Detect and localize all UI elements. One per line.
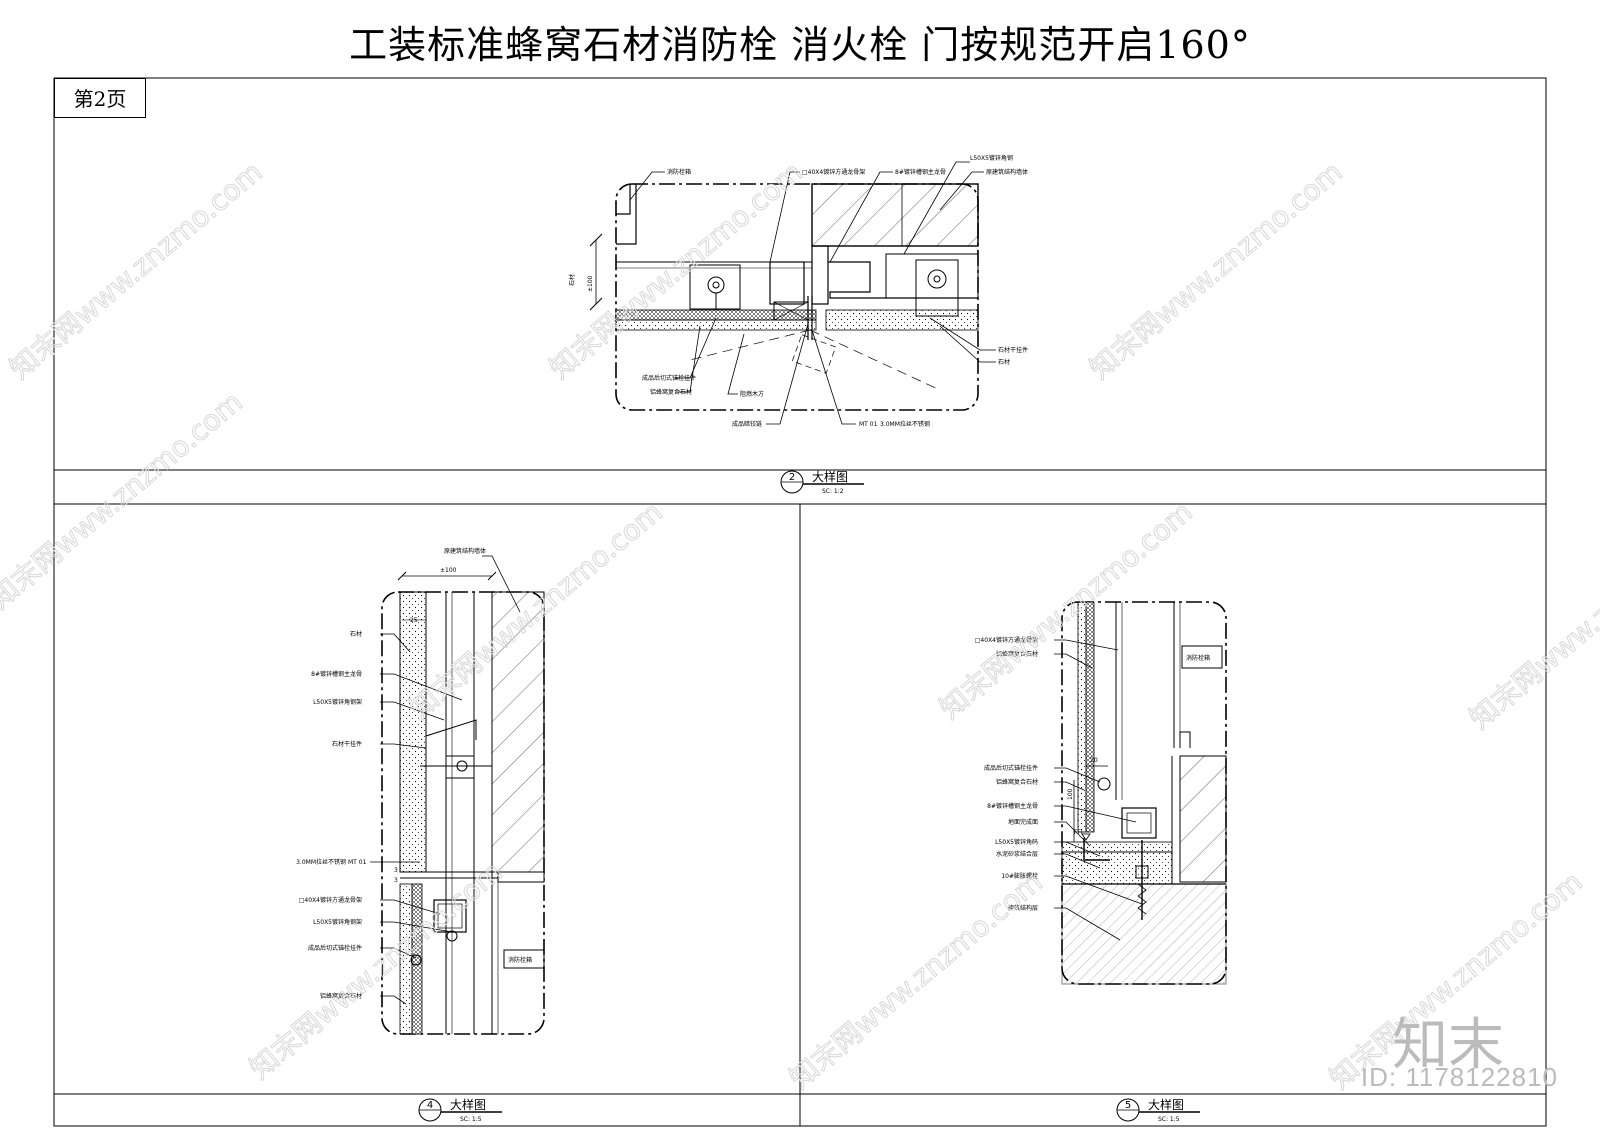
label-dim100: ±100 <box>587 275 594 292</box>
detail-5-title: 5 大样图 SC: 1:5 <box>1116 1097 1200 1123</box>
label-stone-hanger: 石材干挂件 <box>998 346 1028 354</box>
svg-text:知末网www.znzmo.com: 知末网www.znzmo.com <box>243 855 508 1085</box>
label-d4-channel8: 8#镀锌槽钢主龙骨 <box>311 670 362 678</box>
label-d4-stone: 石材 <box>350 630 362 638</box>
label-d4-dim3b: 3 <box>394 867 398 874</box>
detail-5-number: 5 <box>1125 1100 1131 1111</box>
label-d5-honeycomb2: 铝蜂窝复合石材 <box>996 778 1038 786</box>
label-hinge: 成品暗铰链 <box>732 420 762 428</box>
svg-text:知末网www.znzmo.com: 知末网www.znzmo.com <box>543 155 808 385</box>
label-d5-angle50: L50X5镀锌角码 <box>995 838 1038 846</box>
label-d4-steel: 3.0MM拉丝不锈钢 <box>296 858 346 866</box>
label-d5-hydrant: 消防栓箱 <box>1186 654 1210 662</box>
label-d5-channel8: 8#镀锌槽钢主龙骨 <box>987 802 1038 810</box>
label-angle50: L50X5镀锌角钢 <box>970 154 1013 162</box>
label-d5-ffl: FFL <box>1074 829 1085 836</box>
label-d4-dim3: 3 <box>394 877 398 884</box>
label-d4-tube40: □40X4镀锌方通龙骨架 <box>299 896 362 904</box>
detail-2-name: 大样图 <box>812 469 848 484</box>
label-d4-stone-hanger: 石材干挂件 <box>332 740 362 748</box>
label-d5-mortar: 水泥砂浆结合层 <box>996 850 1038 858</box>
label-d5-struct: 建筑结构层 <box>1008 904 1038 912</box>
svg-text:知末网www.znzmo.com: 知末网www.znzmo.com <box>783 865 1048 1095</box>
svg-text:知末网www.znzmo.com: 知末网www.znzmo.com <box>1463 505 1600 735</box>
svg-text:知末网www.znzmo.com: 知末网www.znzmo.com <box>1083 155 1348 385</box>
brand-watermark: 知末 <box>1392 1013 1504 1078</box>
label-d5-dim100: 100 <box>1067 788 1074 800</box>
label-d4-angle50: L50X5镀锌角钢架 <box>313 698 362 706</box>
detail-4-title: 4 大样图 SC: 1:5 <box>418 1097 502 1123</box>
drawing-title: 工装标准蜂窝石材消防栓 消火栓 门按规范开启160° <box>349 23 1251 67</box>
label-hydrant-door: 消防栓箱 <box>667 168 691 176</box>
label-d4-dim25: 25 <box>410 617 418 624</box>
detail-5-name: 大样图 <box>1148 1097 1184 1112</box>
label-d5-dim20: 20 <box>1090 757 1098 764</box>
label-d5-floor: 地面完成面 <box>1008 818 1038 826</box>
detail-5-drawing <box>1054 601 1227 985</box>
detail-2-scale: SC: 1:2 <box>822 488 844 495</box>
detail-5-scale: SC: 1:5 <box>1158 1116 1180 1123</box>
label-tube40: □40X4镀锌方通龙骨架 <box>802 168 865 176</box>
label-d5-anchor: 成品后切式锚栓挂件 <box>984 764 1038 772</box>
label-channel8: 8#镀锌槽钢主龙骨 <box>895 168 946 176</box>
detail-4-scale: SC: 1:5 <box>460 1116 482 1123</box>
label-stone: 石材 <box>998 358 1010 366</box>
detail-2-title: 2 大样图 SC: 1:2 <box>780 469 864 495</box>
label-stone-left: 石材 <box>568 274 576 286</box>
label-mt: MT 01 <box>859 421 878 428</box>
label-d4-struct-wall: 原建筑结构墙体 <box>444 547 486 555</box>
label-d5-tube40: □40X4镀锌方通龙骨架 <box>975 636 1038 644</box>
detail-4-drawing <box>370 555 545 1035</box>
label-d4-dim100: ±100 <box>440 567 457 574</box>
label-steel: 3.0MM拉丝不锈钢 <box>880 420 930 428</box>
label-anchor: 成品后切式锚栓挂件 <box>642 374 696 382</box>
label-d5-honeycomb: 铝蜂窝复合石材 <box>996 650 1038 658</box>
label-struct-wall: 原建筑结构墙体 <box>986 168 1028 176</box>
detail-2-drawing <box>589 161 996 425</box>
label-d5-bolt: 10#膨胀螺栓 <box>1001 872 1038 880</box>
id-watermark: ID: 1178122810 <box>1360 1062 1558 1092</box>
label-wood: 阻燃木方 <box>740 390 764 398</box>
detail-4-number: 4 <box>427 1100 433 1111</box>
svg-text:知末网www.znzmo.com: 知末网www.znzmo.com <box>933 495 1198 725</box>
label-honeycomb: 铝蜂窝复合石材 <box>650 388 692 396</box>
svg-text:知末网www.znzmo.com: 知末网www.znzmo.com <box>3 155 268 385</box>
label-d4-honeycomb: 铝蜂窝复合石材 <box>320 992 362 1000</box>
sheet-frame <box>53 77 1547 1127</box>
label-d4-anchor: 成品后切式锚栓挂件 <box>308 944 362 952</box>
detail-4-name: 大样图 <box>450 1097 486 1112</box>
label-d4-hydrant: 消防栓箱 <box>508 956 532 964</box>
label-d4-mt: MT 01 <box>348 859 367 866</box>
label-d4-angle50b: L50X5镀锌角钢架 <box>313 918 362 926</box>
svg-text:知末网www.znzmo.com: 知末网www.znzmo.com <box>0 385 249 615</box>
detail-2-number: 2 <box>789 472 795 483</box>
